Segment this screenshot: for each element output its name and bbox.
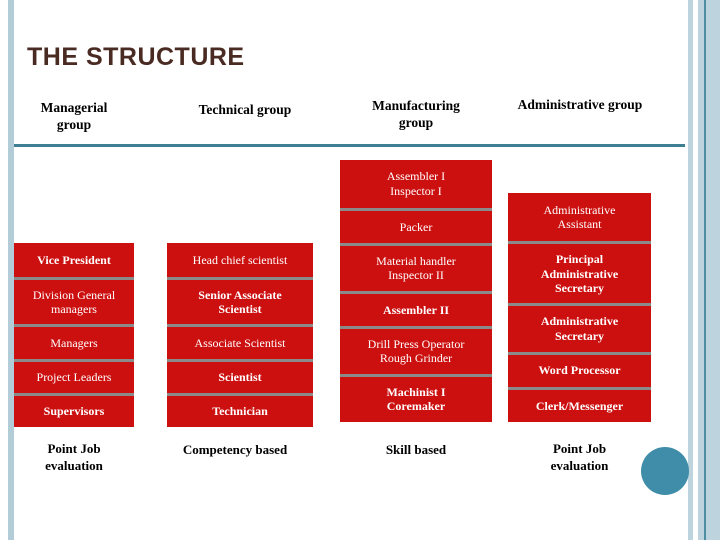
right-edge-accent-line — [704, 0, 706, 540]
job-level-cell: Associate Scientist — [167, 324, 313, 359]
job-level-cell: Word Processor — [508, 351, 651, 387]
title-divider-rule — [14, 144, 685, 147]
job-level-cell: Technician — [167, 392, 313, 427]
job-level-cell: Assembler II — [340, 290, 492, 326]
page-title: THE STRUCTURE — [27, 43, 245, 71]
job-level-cell: Packer — [340, 208, 492, 243]
column-header-technical: Technical group — [198, 102, 292, 117]
job-level-cell: Scientist — [167, 358, 313, 393]
job-level-cell: Vice President — [14, 243, 134, 278]
decorative-circle — [641, 447, 689, 495]
right-edge-band-middle — [698, 0, 704, 540]
job-level-cell: Project Leaders — [14, 358, 134, 393]
right-edge-gap — [693, 0, 698, 540]
column-header-administrative: Administrative group — [517, 97, 643, 112]
job-level-cell: Head chief scientist — [167, 243, 313, 278]
right-edge-band-inner — [706, 0, 720, 540]
left-edge-decoration — [8, 0, 14, 540]
right-edge-band-outer — [688, 0, 693, 540]
column-footer-manufacturing: Skill based — [385, 442, 447, 457]
column-footer-technical: Competency based — [182, 442, 288, 457]
job-level-cell: Managers — [14, 324, 134, 359]
job-level-cell: Clerk/Messenger — [508, 386, 651, 422]
job-level-cell: Supervisors — [14, 392, 134, 427]
